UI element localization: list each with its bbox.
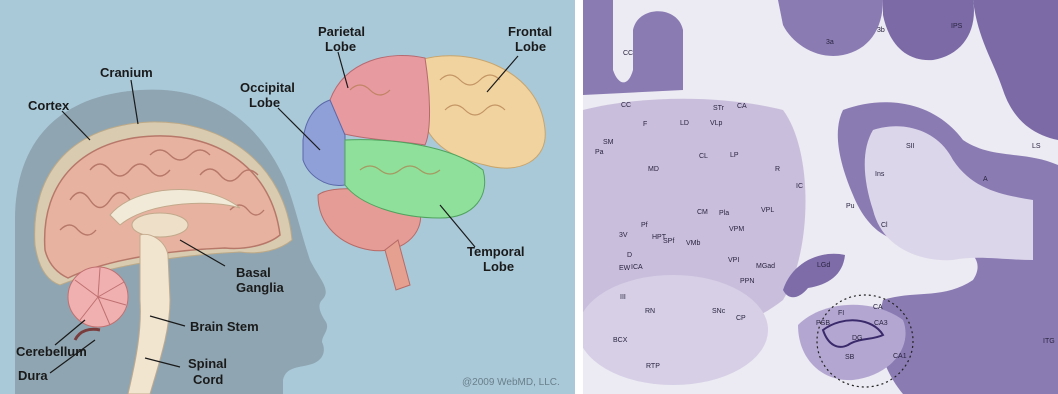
label-frontal-lobe-2: Lobe: [515, 39, 546, 54]
label-vpi: VPI: [728, 257, 739, 264]
label-vlp: VLp: [710, 120, 723, 127]
label-vpl: VPL: [761, 207, 774, 214]
label-r: R: [775, 166, 780, 173]
label-spinal-cord-1: Spinal: [188, 356, 227, 371]
label-sm: SM: [603, 139, 614, 146]
label-ld: LD: [680, 120, 689, 127]
label-snc: SNc: [712, 308, 726, 315]
label-str: STr: [713, 105, 725, 112]
label-bcx: BCX: [613, 337, 628, 344]
label-ca1: CA1: [893, 353, 907, 360]
label-pla: Pla: [719, 210, 729, 217]
midbrain-region: [583, 275, 768, 385]
label-cl2: Cl: [881, 222, 888, 229]
label-pu: Pu: [846, 203, 855, 210]
label-rtp: RTP: [646, 363, 660, 370]
label-lp: LP: [730, 152, 739, 159]
label-vpm: VPM: [729, 226, 744, 233]
label-pa: Pa: [595, 149, 604, 156]
label-rn: RN: [645, 308, 655, 315]
label-a: A: [983, 176, 988, 183]
brain-anatomy-illustration: Parietal Lobe Frontal Lobe Cranium Occip…: [0, 0, 575, 394]
label-lgd: LGd: [817, 262, 830, 269]
label-basal-ganglia-2: Ganglia: [236, 280, 284, 295]
label-ica: ICA: [631, 264, 643, 271]
label-itg: ITG: [1043, 338, 1055, 345]
label-ca3: CA3: [874, 320, 888, 327]
label-spinal-cord-2: Cord: [193, 372, 223, 387]
label-cm: CM: [697, 209, 708, 216]
label-ic: IC: [796, 183, 803, 190]
label-psb: PSB: [816, 320, 830, 327]
label-ins: Ins: [875, 171, 885, 178]
label-md: MD: [648, 166, 659, 173]
label-cranium: Cranium: [100, 65, 153, 80]
label-dura: Dura: [18, 368, 48, 383]
label-temporal-lobe-2: Lobe: [483, 259, 514, 274]
label-cerebellum: Cerebellum: [16, 344, 87, 359]
label-sii: SII: [906, 143, 915, 150]
label-cortex: Cortex: [28, 98, 70, 113]
label-ls: LS: [1032, 143, 1041, 150]
label-ca-top: CA: [737, 103, 747, 110]
label-cc: CC: [621, 102, 631, 109]
histology-svg: CC 3a 3b IPS CC STr CA SM F LD VLp Pa SI…: [583, 0, 1058, 394]
label-3b: 3b: [877, 27, 885, 34]
label-fi: FI: [838, 310, 844, 317]
label-3a: 3a: [826, 39, 834, 46]
illustration-credit: @2009 WebMD, LLC.: [462, 377, 560, 388]
label-ppn: PPN: [740, 278, 754, 285]
basal-ganglia-shape: [132, 213, 188, 237]
label-cl: CL: [699, 153, 708, 160]
label-occipital-lobe-2: Lobe: [249, 95, 280, 110]
label-3v: 3V: [619, 232, 628, 239]
label-parietal-lobe-2: Lobe: [325, 39, 356, 54]
label-iii: III: [620, 294, 626, 301]
label-dg: DG: [852, 335, 863, 342]
label-brain-stem: Brain Stem: [190, 319, 259, 334]
label-sb: SB: [845, 354, 855, 361]
label-ca-hip: CA: [873, 304, 883, 311]
label-cp: CP: [736, 315, 746, 322]
label-pf: Pf: [641, 222, 648, 229]
label-temporal-lobe-1: Temporal: [467, 244, 525, 259]
label-ew: EW: [619, 265, 631, 272]
label-vmb: VMb: [686, 240, 701, 247]
label-cc-top: CC: [623, 50, 633, 57]
label-frontal-lobe-1: Frontal: [508, 24, 552, 39]
label-parietal-lobe-1: Parietal: [318, 24, 365, 39]
histology-coronal-section: CC 3a 3b IPS CC STr CA SM F LD VLp Pa SI…: [583, 0, 1058, 394]
label-occipital-lobe-1: Occipital: [240, 80, 295, 95]
label-basal-ganglia-1: Basal: [236, 265, 271, 280]
label-ips: IPS: [951, 23, 963, 30]
label-f: F: [643, 121, 647, 128]
label-d: D: [627, 252, 632, 259]
brain-illustration-svg: Parietal Lobe Frontal Lobe Cranium Occip…: [0, 0, 575, 394]
label-spf: SPf: [663, 238, 674, 245]
label-mgad: MGad: [756, 263, 775, 270]
